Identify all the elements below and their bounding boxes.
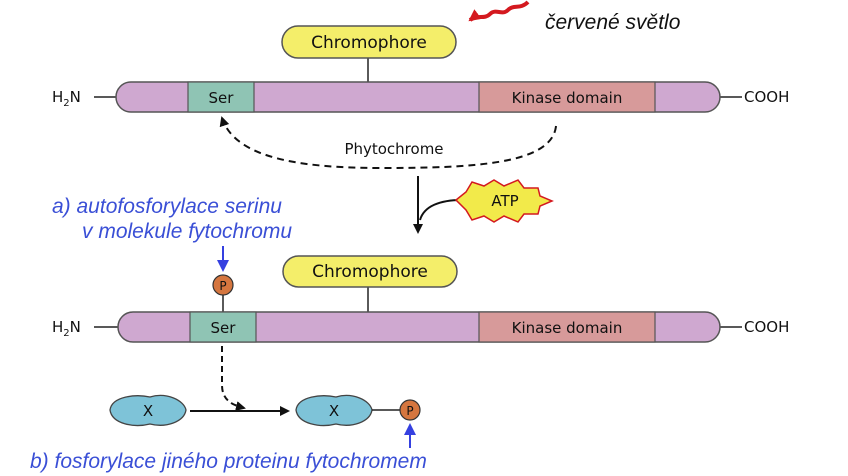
phosphate-x-label: P (406, 404, 413, 418)
phytochrome-molecule-2: P Chromophore H2N COOH Ser Kinase domain (52, 246, 789, 343)
red-light-arrow (468, 0, 530, 22)
kinase-domain-1 (478, 81, 656, 113)
caption-a-line2: v molekule fytochromu (82, 220, 292, 243)
chromophore-1-label: Chromophore (311, 33, 427, 53)
protein-x (109, 394, 187, 427)
protein-x-label: X (143, 402, 153, 420)
n-terminus-1: H2N (52, 88, 81, 109)
chromophore-2-label: Chromophore (312, 262, 428, 282)
atp-input-arrow (419, 199, 463, 221)
kinase-domain-1-label: Kinase domain (512, 89, 623, 107)
ser-domain-2-label: Ser (211, 319, 237, 337)
atp-label: ATP (491, 192, 518, 210)
substrate-phosphorylation: X X P (109, 346, 421, 448)
chromophore-1 (281, 25, 457, 59)
protein-x-phosphorylated-label: X (329, 402, 339, 420)
caption-b: b) fosforylace jiného proteinu fytochrom… (30, 450, 427, 473)
c-terminus-2: COOH (744, 318, 789, 336)
autophosphorylation-arrow (219, 116, 557, 170)
phosphate-ser-label: P (219, 279, 226, 293)
kinase-transfer-arrow (221, 346, 246, 411)
chromophore-2 (282, 255, 458, 288)
phytochrome-label: Phytochrome (344, 140, 443, 158)
ser-domain-1-label: Ser (209, 89, 235, 107)
c-terminus-1: COOH (744, 88, 789, 106)
ser-domain-2 (189, 311, 257, 343)
phytochrome-molecule-1: Chromophore H2N COOH Ser Kinase domain P… (52, 25, 789, 170)
kinase-domain-2-label: Kinase domain (512, 319, 623, 337)
kinase-domain-2 (478, 311, 656, 343)
n-terminus-2: H2N (52, 318, 81, 339)
red-light-label: červené světlo (545, 11, 681, 34)
phosphate-x (399, 399, 421, 421)
phosphate-ser (212, 274, 234, 296)
ser-domain-1 (187, 81, 255, 113)
caption-a-line1: a) autofosforylace serinu (52, 195, 282, 218)
atp-burst (454, 179, 554, 223)
